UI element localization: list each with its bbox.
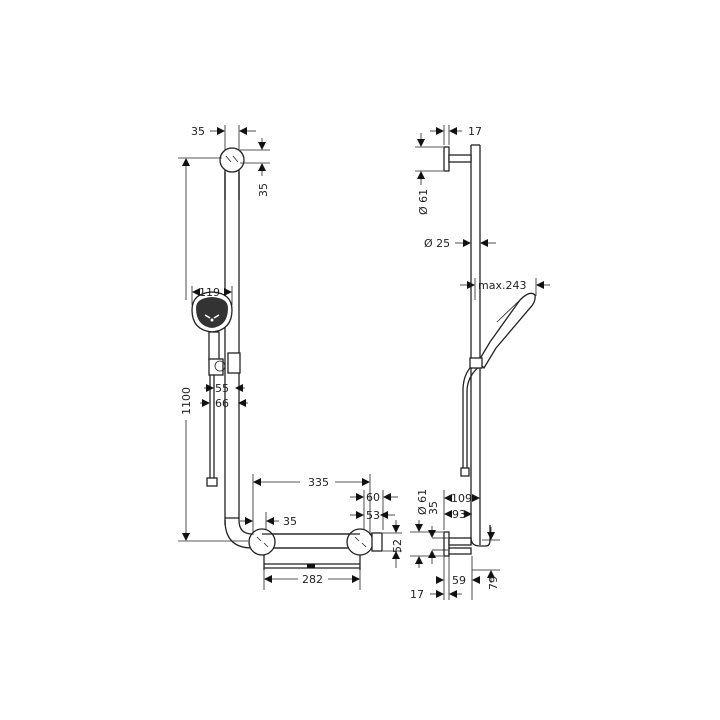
dim-holder-offset-2: 66	[200, 397, 248, 410]
left-rosette	[248, 528, 276, 556]
dim-bottom-rosette-diameter: Ø 61	[410, 489, 443, 568]
svg-text:35: 35	[257, 183, 270, 197]
top-rosette-side	[443, 146, 450, 172]
vertical-rail	[224, 155, 240, 525]
svg-text:max.243: max.243	[478, 279, 526, 292]
front-view: 35 35 1100 119 55	[178, 125, 404, 590]
svg-text:35: 35	[427, 501, 440, 515]
svg-text:35: 35	[283, 515, 297, 528]
dim-bend-offset: 35	[240, 512, 297, 530]
dim-top-rosette-diameter: Ø 61	[415, 133, 443, 215]
dim-holder-offset-1: 55	[204, 382, 245, 395]
dim-end-cap-depth-2: 53	[350, 509, 395, 522]
dim-max-shower-reach: max.243	[460, 278, 550, 300]
end-cap	[371, 532, 383, 552]
svg-text:Ø 61: Ø 61	[416, 489, 429, 515]
dim-bottom-offset: 35	[427, 501, 448, 564]
svg-text:1100: 1100	[180, 387, 193, 415]
bottom-bracket-side	[443, 525, 491, 557]
svg-text:93: 93	[452, 508, 466, 521]
svg-text:335: 335	[308, 476, 329, 489]
svg-text:55: 55	[215, 382, 229, 395]
dim-top-bracket-width: 35	[191, 125, 256, 150]
dim-overall-height: 1100	[178, 157, 248, 542]
shower-handle	[208, 331, 220, 361]
svg-text:Ø 61: Ø 61	[417, 189, 430, 215]
dim-rail-diameter: Ø 25	[424, 237, 496, 250]
dim-shelf-length: 282	[263, 570, 361, 590]
svg-text:60: 60	[366, 491, 380, 504]
svg-text:79: 79	[487, 576, 500, 590]
hand-shower-side	[460, 292, 536, 477]
svg-text:282: 282	[302, 573, 323, 586]
dim-projection-1: 109	[443, 490, 481, 530]
dim-grab-bar-length: 335	[252, 474, 371, 535]
top-arm	[448, 154, 472, 163]
shelf	[263, 555, 361, 570]
svg-text:17: 17	[468, 125, 482, 138]
svg-text:119: 119	[199, 286, 220, 299]
side-view: 17 Ø 61 Ø 25 max.243	[410, 125, 550, 601]
svg-text:52: 52	[391, 539, 404, 553]
dim-shower-head-diameter: 119	[191, 286, 233, 305]
slider	[227, 352, 241, 374]
side-rail	[470, 144, 481, 545]
svg-text:53: 53	[366, 509, 380, 522]
top-rosette	[219, 147, 245, 173]
dim-top-bracket-offset: 35	[240, 138, 270, 197]
svg-text:Ø 25: Ø 25	[424, 237, 450, 250]
dim-bottom-bracket-depth: 17	[410, 556, 462, 601]
dim-bottom-height: 79	[472, 527, 500, 590]
right-rosette	[346, 528, 374, 556]
svg-text:66: 66	[215, 397, 229, 410]
svg-text:59: 59	[452, 574, 466, 587]
svg-text:17: 17	[410, 588, 424, 601]
dim-projection-2: 93	[444, 508, 472, 521]
dim-top-bracket-depth: 17	[430, 125, 482, 145]
svg-text:35: 35	[191, 125, 205, 138]
dim-bottom-depth: 59	[436, 556, 480, 600]
dim-end-cap-depth-1: 60	[350, 490, 398, 530]
svg-text:109: 109	[451, 492, 472, 505]
shower-head	[191, 291, 233, 333]
dim-end-cap-height: 52	[383, 520, 404, 568]
